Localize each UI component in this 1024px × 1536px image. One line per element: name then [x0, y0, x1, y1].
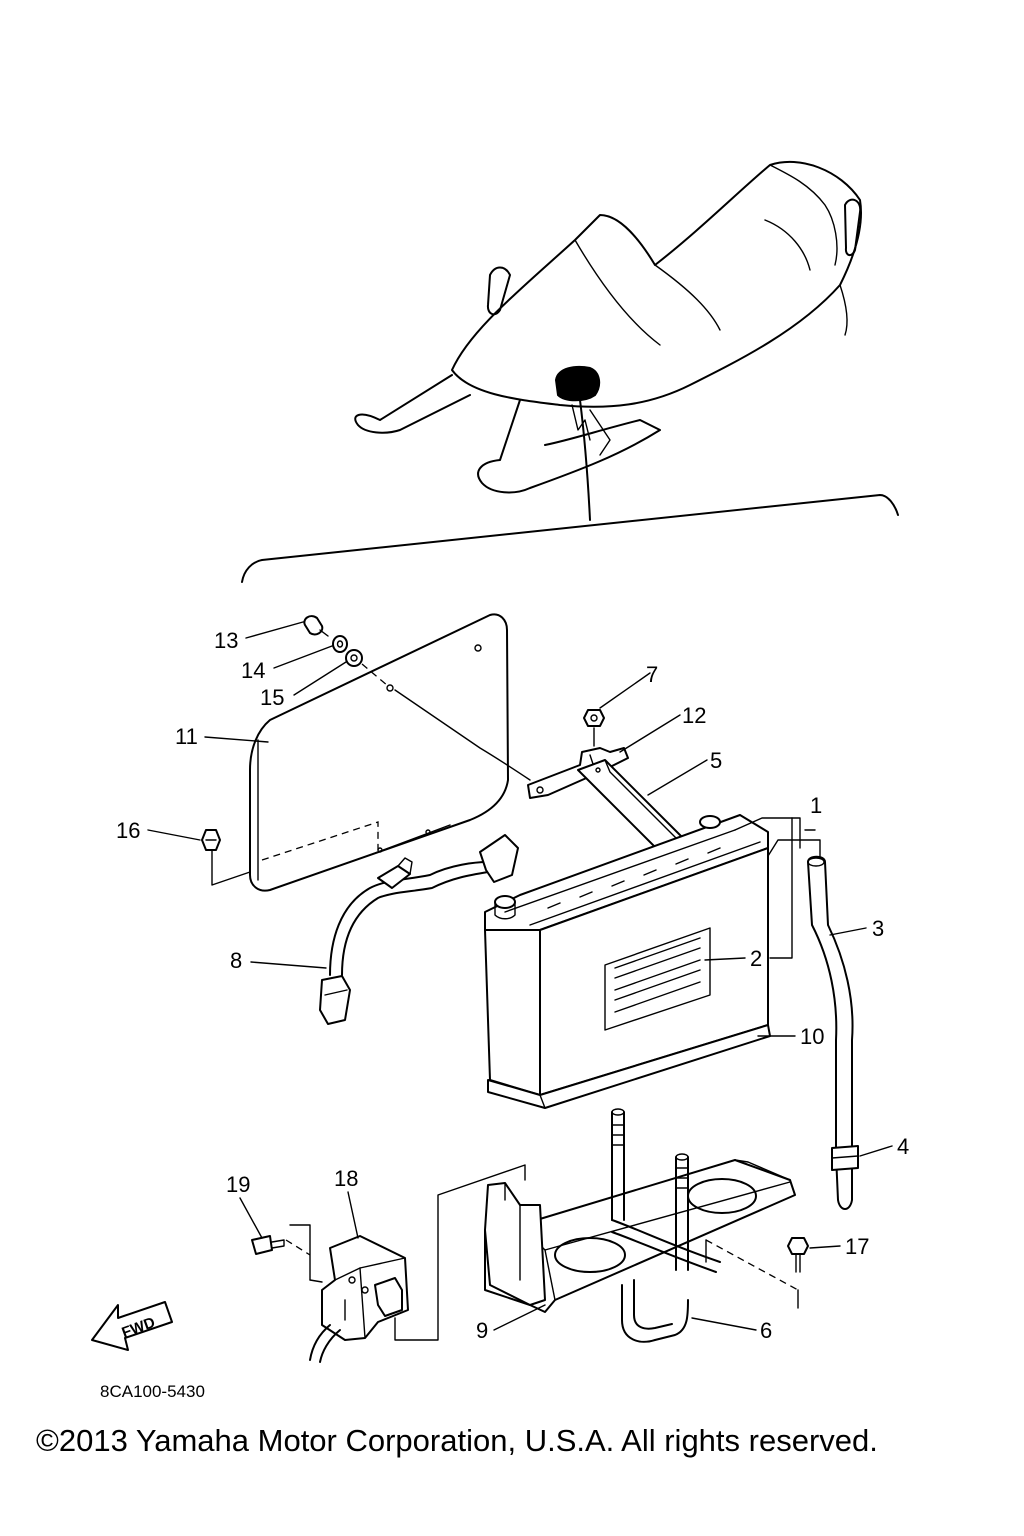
callout-8: 8	[230, 948, 242, 973]
bolt-part	[787, 1237, 809, 1273]
screw-part	[303, 615, 329, 637]
callout-15: 15	[260, 685, 284, 710]
nut-part	[583, 709, 605, 747]
hold-down-band-part	[611, 1108, 721, 1343]
drawing-code: 8CA100-5430	[100, 1382, 205, 1401]
callout-16: 16	[116, 818, 140, 843]
callout-14: 14	[241, 658, 265, 683]
callout-10: 10	[800, 1024, 824, 1049]
callout-1: 1	[810, 793, 822, 818]
clamp-part	[831, 1145, 859, 1171]
copyright-notice: ©2013 Yamaha Motor Corporation, U.S.A. A…	[36, 1423, 878, 1458]
side-cover-part	[211, 613, 509, 892]
battery-part	[484, 814, 771, 1109]
callout-9: 9	[476, 1318, 488, 1343]
plate-part	[577, 759, 689, 851]
battery-location-marker	[554, 365, 601, 402]
callout-13: 13	[214, 628, 238, 653]
nut-part	[201, 829, 221, 851]
callout-labels: 13 14 15 11 16 7 12 5 1 2 3 10 4 8 19 18…	[116, 628, 909, 1343]
battery-box-part	[484, 1159, 796, 1313]
washer-part	[332, 635, 348, 653]
callout-11: 11	[175, 724, 198, 749]
relay-part	[309, 1235, 409, 1363]
leader-lines	[147, 621, 893, 1331]
callout-2: 2	[750, 946, 762, 971]
callout-19: 19	[226, 1172, 250, 1197]
callout-12: 12	[682, 703, 706, 728]
detail-frame	[241, 494, 899, 583]
callout-6: 6	[760, 1318, 772, 1343]
callout-7: 7	[646, 662, 658, 687]
grommet-part	[345, 649, 363, 667]
callout-18: 18	[334, 1166, 358, 1191]
callout-3: 3	[872, 916, 884, 941]
callout-4: 4	[897, 1134, 909, 1159]
forward-direction-arrow: FWD	[91, 1301, 173, 1351]
bolt-part	[251, 1235, 285, 1255]
breather-hose-part	[807, 855, 854, 1210]
callout-17: 17	[845, 1234, 869, 1259]
callout-5: 5	[710, 748, 722, 773]
lead-wire-part	[319, 834, 519, 1025]
snowmobile-overview	[354, 160, 862, 521]
